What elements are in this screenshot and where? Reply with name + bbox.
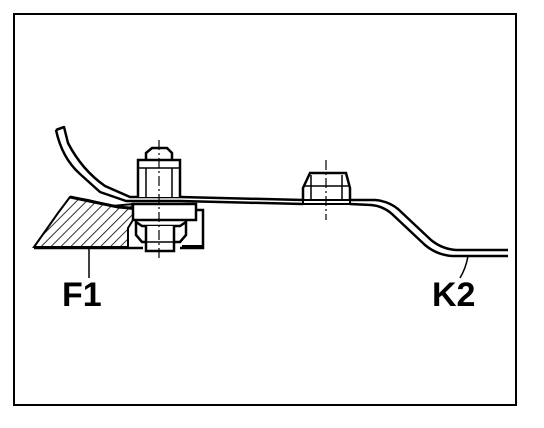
- drawing-frame: [13, 13, 517, 406]
- bolt-assembly: [131, 140, 198, 258]
- k2-leader-line: [459, 255, 469, 279]
- label-k2: K2: [432, 276, 475, 314]
- sheet-metal-panel: [54, 125, 508, 258]
- label-f1: F1: [62, 276, 102, 314]
- weld-nut: [301, 160, 352, 220]
